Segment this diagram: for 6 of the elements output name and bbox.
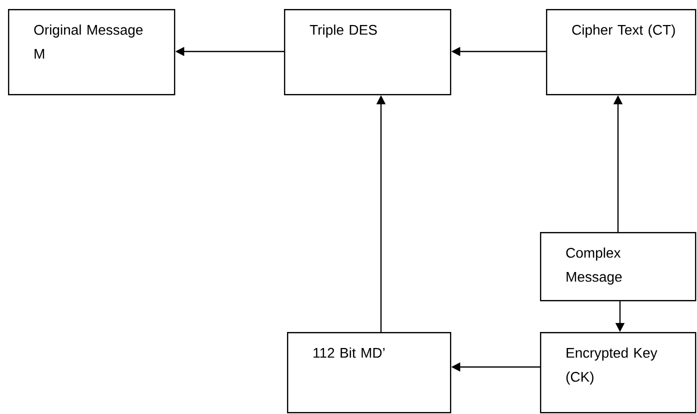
process-box: 112 Bit MD’ — [287, 332, 452, 414]
process-box: Encrypted Key (CK) — [540, 332, 696, 414]
process-box: Triple DES — [284, 9, 452, 96]
process-box: Original Message M — [8, 9, 176, 96]
process-box: Complex Message — [540, 232, 696, 302]
process-box: Cipher Text (CT) — [546, 9, 696, 96]
